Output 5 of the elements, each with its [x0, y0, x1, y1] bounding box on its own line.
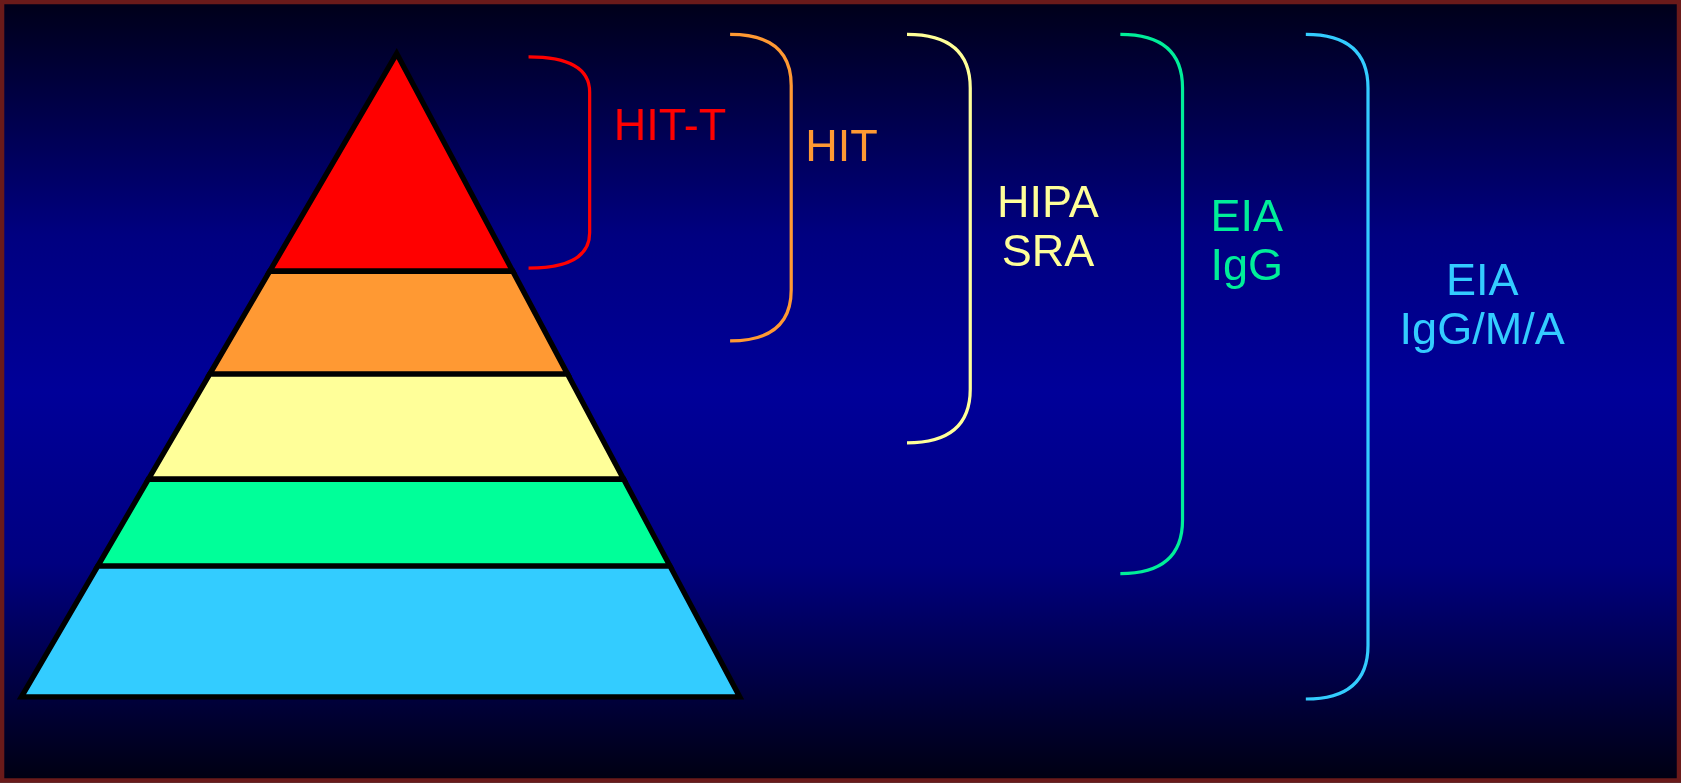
- test-label: EIA IgG/M/A: [1398, 255, 1566, 354]
- test-label: EIA IgG: [1209, 190, 1285, 290]
- test-label: HIPA SRA: [996, 176, 1100, 276]
- test-label: HIT-T: [612, 100, 728, 151]
- test-label: HIT: [804, 121, 879, 171]
